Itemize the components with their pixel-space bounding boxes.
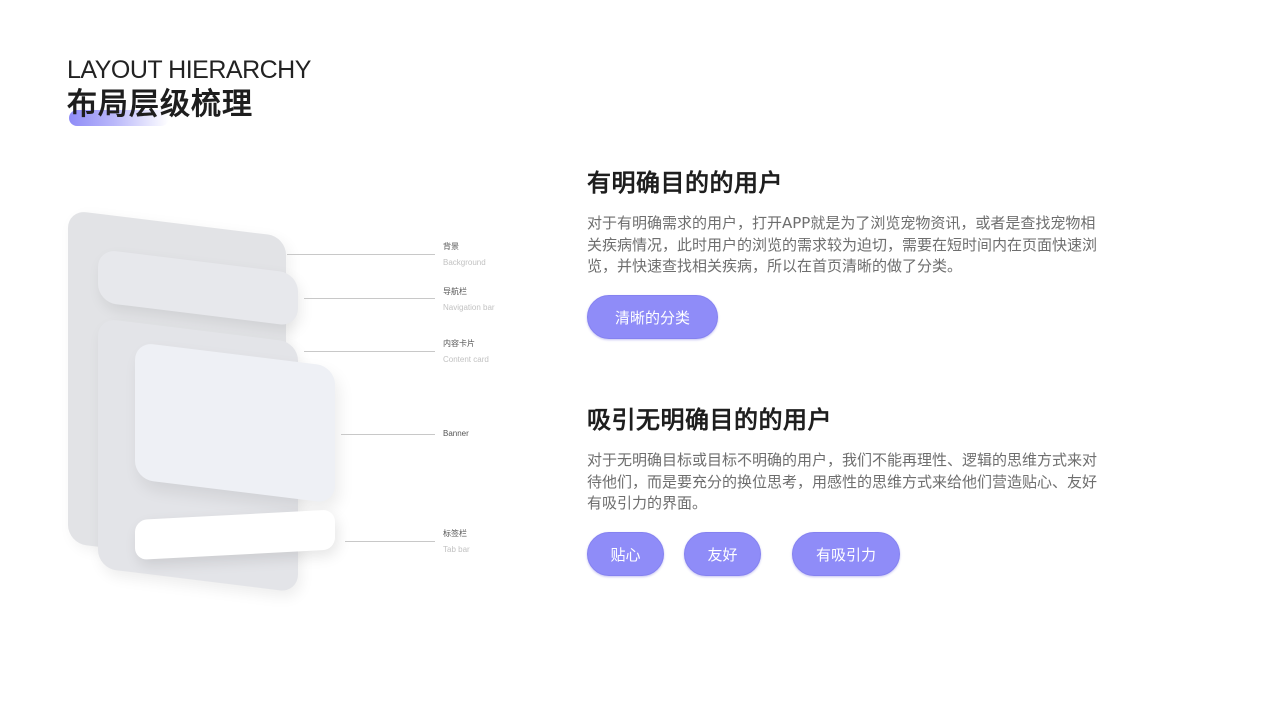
leader-line-tabbar xyxy=(345,541,435,542)
label-navigation-bar: 导航栏 Navigation bar xyxy=(443,287,495,312)
section-body-purposeful-users: 对于有明确需求的用户，打开APP就是为了浏览宠物资讯，或者是查找宠物相关疾病情况… xyxy=(587,214,1098,275)
section-body-attract-users: 对于无明确目标或目标不明确的用户，我们不能再理性、逻辑的思维方式来对待他们，而是… xyxy=(587,451,1098,512)
section-title-attract-users: 吸引无明确目的的用户 xyxy=(587,406,832,434)
label-background: 背景 Background xyxy=(443,242,486,267)
section-title-purposeful-users: 有明确目的的用户 xyxy=(587,169,783,197)
eyebrow-heading: LAYOUT HIERARCHY xyxy=(67,56,311,84)
label-tab-bar: 标签栏 Tab bar xyxy=(443,529,470,554)
tag-attractive[interactable]: 有吸引力 xyxy=(792,532,900,576)
tag-clear-categories[interactable]: 清晰的分类 xyxy=(587,295,718,339)
page-title: 布局层级梳理 xyxy=(67,87,253,122)
leader-line-banner xyxy=(341,434,435,435)
title-highlight xyxy=(69,110,169,126)
leader-line-background xyxy=(287,254,435,255)
leader-line-content xyxy=(304,351,435,352)
leader-line-navigation xyxy=(304,298,435,299)
banner-layer xyxy=(135,342,335,504)
tag-friendly[interactable]: 友好 xyxy=(684,532,761,576)
label-content-card: 内容卡片 Content card xyxy=(443,339,489,364)
label-banner: Banner xyxy=(443,429,469,438)
page-title-block: 布局层级梳理 xyxy=(67,86,253,126)
tag-considerate[interactable]: 贴心 xyxy=(587,532,664,576)
